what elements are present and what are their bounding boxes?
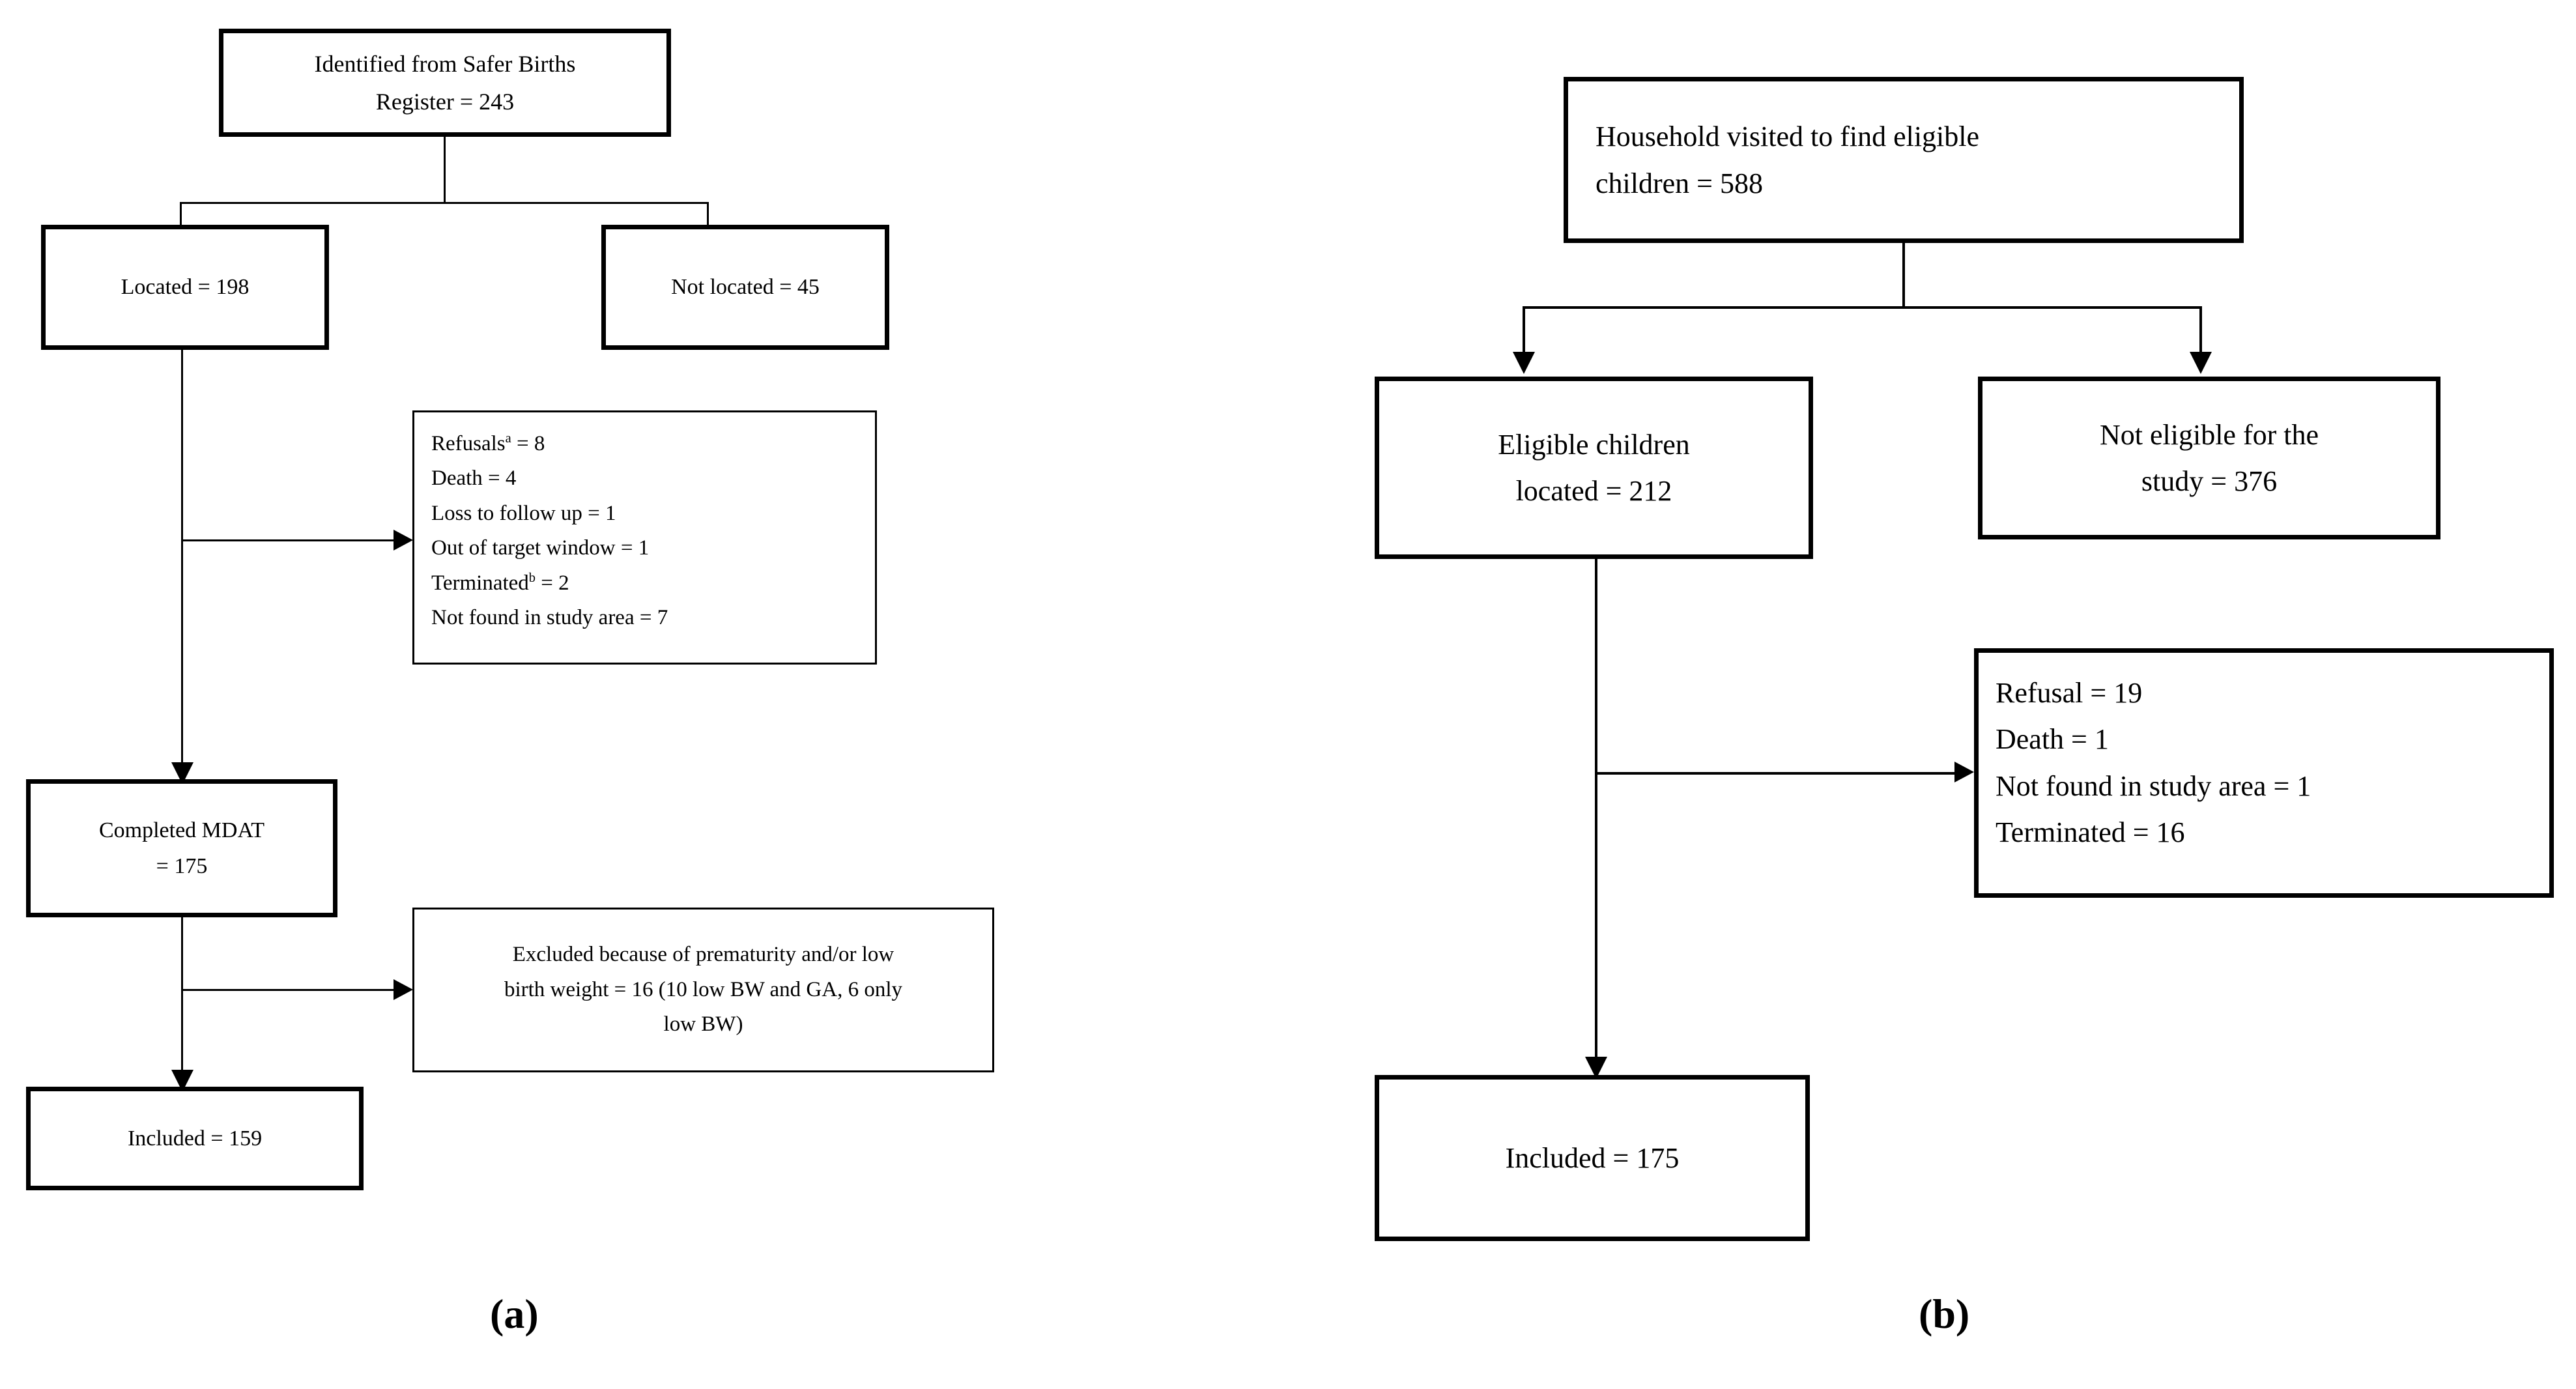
- node-completed-mdat-line2: = 175: [156, 854, 208, 878]
- attrition-b-item-refusal: Refusal = 19: [1996, 677, 2143, 709]
- node-eligible-line2: located = 212: [1515, 475, 1672, 507]
- arrowhead-to-not-eligible: [2190, 352, 2212, 374]
- node-household-line2: children = 588: [1596, 167, 1763, 199]
- connector-eligible-spine: [1595, 559, 1597, 1074]
- arrowhead-to-attrition-list: [394, 530, 413, 551]
- arrowhead-to-excluded: [394, 979, 413, 1000]
- node-excluded-line3: low BW): [663, 1012, 743, 1037]
- node-eligible-line1: Eligible children: [1498, 428, 1690, 461]
- node-not-located: Not located = 45: [601, 225, 889, 350]
- node-excluded-line1: Excluded because of prematurity and/or l…: [512, 943, 894, 967]
- node-not-eligible-line2: study = 376: [2141, 465, 2278, 497]
- node-identified-from-register: Identified from Safer Births Register = …: [219, 29, 671, 137]
- connector-to-not-eligible: [2199, 306, 2202, 353]
- footnote-marker-a: a: [505, 431, 511, 446]
- node-attrition-list-b: Refusal = 19 Death = 1 Not found in stud…: [1974, 648, 2554, 898]
- attrition-b-item-death: Death = 1: [1996, 723, 2109, 756]
- attrition-item-loss-followup: Loss to follow up = 1: [431, 501, 616, 525]
- connector-mdat-spine: [181, 917, 183, 1087]
- node-completed-mdat: Completed MDAT = 175: [26, 779, 337, 917]
- node-identified-line1: Identified from Safer Births: [314, 50, 576, 77]
- node-included-a: Included = 159: [26, 1087, 364, 1190]
- arrowhead-to-attrition-list-b: [1954, 762, 1974, 782]
- connector-to-excluded: [181, 989, 396, 991]
- node-located-label: Located = 198: [121, 275, 250, 300]
- connector-split-horizontal-b: [1523, 306, 2201, 309]
- connector-located-spine: [181, 350, 183, 780]
- arrowhead-to-eligible: [1513, 352, 1535, 374]
- attrition-item-terminated: Terminatedb = 2: [431, 570, 569, 595]
- node-identified-line2: Register = 243: [375, 89, 515, 115]
- node-included-b: Included = 175: [1375, 1075, 1810, 1241]
- node-included-b-label: Included = 175: [1505, 1141, 1680, 1174]
- connector-to-attrition-list: [181, 539, 396, 541]
- attrition-item-refusals: Refusalsa = 8: [431, 431, 545, 455]
- panel-caption-b: (b): [1919, 1291, 1970, 1337]
- node-not-located-label: Not located = 45: [671, 275, 820, 300]
- footnote-marker-b: b: [528, 570, 536, 585]
- node-household-line1: Household visited to find eligible: [1596, 121, 1980, 153]
- connector-identified-stem: [444, 137, 446, 203]
- node-household-visited: Household visited to find eligible child…: [1564, 77, 2244, 243]
- node-included-a-label: Included = 159: [127, 1126, 263, 1151]
- node-completed-mdat-line1: Completed MDAT: [98, 818, 265, 842]
- node-not-eligible: Not eligible for the study = 376: [1978, 377, 2440, 539]
- attrition-b-item-terminated: Terminated = 16: [1996, 816, 2185, 848]
- attrition-item-death: Death = 4: [431, 466, 517, 491]
- node-eligible-children: Eligible children located = 212: [1375, 377, 1813, 559]
- node-not-eligible-line1: Not eligible for the: [2099, 418, 2319, 451]
- node-attrition-list: Refusalsa = 8 Death = 4 Loss to follow u…: [412, 410, 877, 665]
- connector-to-eligible: [1523, 306, 1525, 353]
- panel-caption-a: (a): [490, 1291, 539, 1337]
- attrition-b-item-not-found: Not found in study area = 1: [1996, 769, 2311, 802]
- node-located: Located = 198: [41, 225, 329, 350]
- attrition-item-not-found: Not found in study area = 7: [431, 606, 668, 630]
- node-excluded-prematurity: Excluded because of prematurity and/or l…: [412, 908, 994, 1072]
- node-excluded-line2: birth weight = 16 (10 low BW and GA, 6 o…: [504, 977, 903, 1001]
- connector-split-horizontal: [180, 202, 709, 204]
- attrition-item-out-of-window: Out of target window = 1: [431, 536, 650, 560]
- connector-to-attrition-list-b: [1595, 772, 1957, 775]
- connector-household-stem: [1902, 243, 1905, 308]
